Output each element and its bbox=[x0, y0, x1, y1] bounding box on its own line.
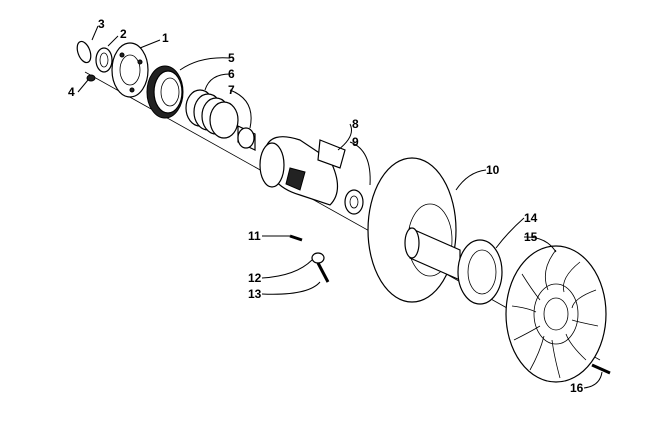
callout-13: 13 bbox=[248, 287, 262, 301]
callout-1: 1 bbox=[162, 31, 169, 45]
callout-3: 3 bbox=[98, 17, 105, 31]
callout-10: 10 bbox=[486, 163, 500, 177]
callout-15: 15 bbox=[524, 230, 538, 244]
callout-2: 2 bbox=[120, 27, 127, 41]
callout-6: 6 bbox=[228, 67, 235, 81]
leader-lines bbox=[77, 25, 603, 389]
part-10-sheave bbox=[367, 157, 461, 303]
part-8-cam bbox=[259, 136, 346, 206]
part-1-cover-plate bbox=[111, 42, 149, 98]
part-2-bushing bbox=[95, 47, 113, 73]
part-16-screw bbox=[591, 363, 611, 375]
callout-14: 14 bbox=[524, 211, 538, 225]
part-3-snap-ring bbox=[76, 40, 92, 64]
callout-4: 4 bbox=[68, 85, 75, 99]
part-6-spring bbox=[185, 89, 239, 139]
callout-8: 8 bbox=[352, 117, 359, 131]
part-11-pin bbox=[289, 234, 303, 242]
part-14-gasket bbox=[457, 239, 503, 305]
part-12-roller bbox=[311, 252, 325, 264]
part-9-washer bbox=[344, 189, 364, 215]
part-5-seal bbox=[146, 65, 184, 119]
part-15-fan bbox=[505, 245, 607, 383]
callout-9: 9 bbox=[352, 135, 359, 149]
part-13-bolt bbox=[316, 262, 330, 283]
callout-5: 5 bbox=[228, 51, 235, 65]
callout-16: 16 bbox=[570, 381, 584, 395]
part-7-sleeve bbox=[237, 125, 256, 151]
callout-12: 12 bbox=[248, 271, 262, 285]
callout-7: 7 bbox=[228, 83, 235, 97]
callout-11: 11 bbox=[248, 229, 261, 243]
part-4-screw bbox=[86, 74, 96, 82]
